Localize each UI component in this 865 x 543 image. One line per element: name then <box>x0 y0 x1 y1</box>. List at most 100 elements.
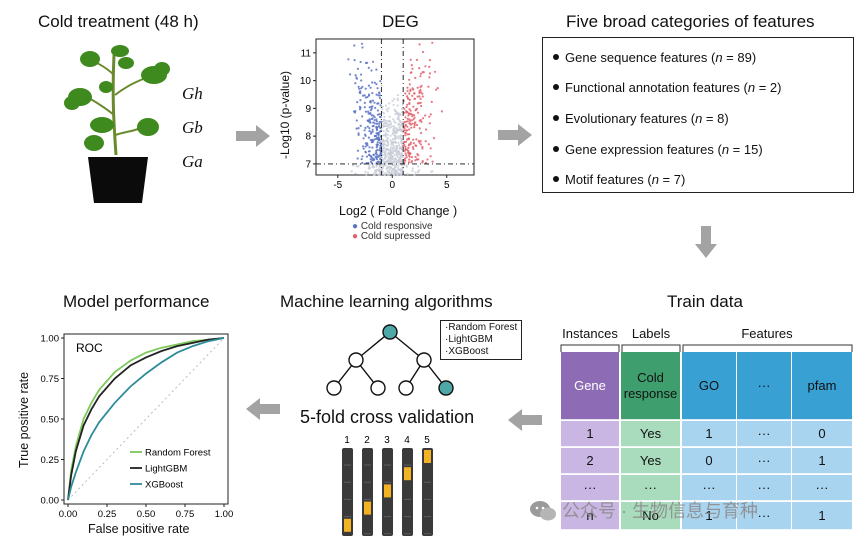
volcano-point <box>401 155 404 158</box>
volcano-point <box>387 130 390 133</box>
volcano-point <box>359 99 362 102</box>
volcano-point <box>383 134 386 137</box>
volcano-point <box>363 101 366 104</box>
volcano-point <box>418 43 421 46</box>
volcano-point <box>413 116 416 119</box>
volcano-point <box>419 97 422 100</box>
volcano-point <box>356 157 359 160</box>
volcano-point <box>389 126 392 129</box>
volcano-point <box>414 171 417 174</box>
performance-title: Model performance <box>63 292 210 311</box>
volcano-point <box>349 73 352 76</box>
volcano-xtick-label: 5 <box>444 180 450 191</box>
volcano-point <box>408 158 411 161</box>
fold-validation-segment <box>384 484 391 498</box>
volcano-point <box>387 161 390 164</box>
volcano-point <box>368 166 371 169</box>
volcano-point <box>409 109 412 112</box>
volcano-point <box>367 171 370 174</box>
volcano-point <box>407 151 410 154</box>
roc-ytick-label: 0.00 <box>41 496 60 507</box>
table-header-cell: Cold response <box>621 352 681 420</box>
volcano-point <box>383 160 386 163</box>
volcano-point <box>428 65 431 68</box>
volcano-point <box>406 120 409 123</box>
table-cell: 1 <box>561 421 620 447</box>
volcano-point <box>382 120 385 123</box>
volcano-point <box>416 153 419 156</box>
roc-chart-title: ROC <box>76 341 103 355</box>
volcano-point <box>399 129 402 132</box>
volcano-point <box>405 156 408 159</box>
volcano-point <box>376 113 380 116</box>
volcano-point <box>428 59 431 62</box>
volcano-point <box>395 152 399 156</box>
volcano-point <box>407 161 410 164</box>
table-header-cell: pfam <box>792 352 852 420</box>
volcano-point <box>411 169 414 172</box>
roc-xtick-label: 1.00 <box>215 509 234 520</box>
volcano-point <box>384 132 387 135</box>
arrow-right-icon <box>236 125 270 147</box>
volcano-point <box>366 96 369 99</box>
volcano-point <box>413 92 416 95</box>
volcano-point <box>413 173 416 176</box>
volcano-point <box>412 105 415 108</box>
volcano-point <box>357 127 360 130</box>
volcano-point <box>428 115 431 118</box>
volcano-point <box>370 69 373 72</box>
species-gh: Gh <box>182 84 203 103</box>
volcano-point <box>357 132 360 135</box>
roc-ytick-label: 0.25 <box>41 455 60 466</box>
volcano-point <box>415 123 419 127</box>
volcano-point <box>406 173 409 176</box>
volcano-point <box>390 153 393 156</box>
volcano-point <box>363 106 366 109</box>
volcano-point <box>363 129 366 132</box>
volcano-point <box>395 127 398 130</box>
volcano-point <box>370 114 374 117</box>
header-features: Features <box>741 326 793 341</box>
volcano-point <box>355 77 358 80</box>
volcano-point <box>361 46 364 49</box>
arrow-left-icon <box>246 398 280 420</box>
volcano-point <box>404 147 407 150</box>
volcano-point <box>408 83 411 86</box>
volcano-point <box>411 67 414 70</box>
volcano-point <box>381 124 385 127</box>
roc-legend-label: Random Forest <box>145 448 211 459</box>
volcano-point <box>410 126 413 129</box>
table-cell: Yes <box>621 421 681 447</box>
volcano-point <box>387 107 390 110</box>
volcano-point <box>371 92 374 95</box>
volcano-point <box>405 111 408 114</box>
roc-legend-label: LightGBM <box>145 464 187 475</box>
volcano-point <box>389 120 392 123</box>
volcano-point <box>356 67 359 70</box>
cv-title: 5-fold cross validation <box>300 407 475 427</box>
volcano-point <box>356 149 360 152</box>
volcano-point <box>412 138 415 141</box>
volcano-point <box>374 171 377 174</box>
deg-legend-supressed: ● Cold supressed <box>352 231 431 242</box>
volcano-point <box>379 104 382 107</box>
table-cell: ··· <box>561 475 620 501</box>
feature-gene-sequence: Gene sequence features (n = 89) <box>553 50 756 65</box>
volcano-point <box>369 101 372 104</box>
table-cell: n <box>561 502 620 530</box>
volcano-point <box>358 91 361 94</box>
volcano-point <box>440 110 443 113</box>
volcano-point <box>404 140 408 143</box>
volcano-point <box>421 160 424 163</box>
volcano-point <box>397 153 400 156</box>
volcano-point <box>420 91 423 94</box>
volcano-point <box>362 147 365 150</box>
species-ga: Ga <box>182 152 203 171</box>
volcano-point <box>369 158 372 161</box>
table-cell: 2 <box>561 448 620 474</box>
volcano-point <box>379 126 382 129</box>
volcano-point <box>391 151 395 155</box>
volcano-point <box>406 125 409 128</box>
volcano-point <box>369 109 372 112</box>
